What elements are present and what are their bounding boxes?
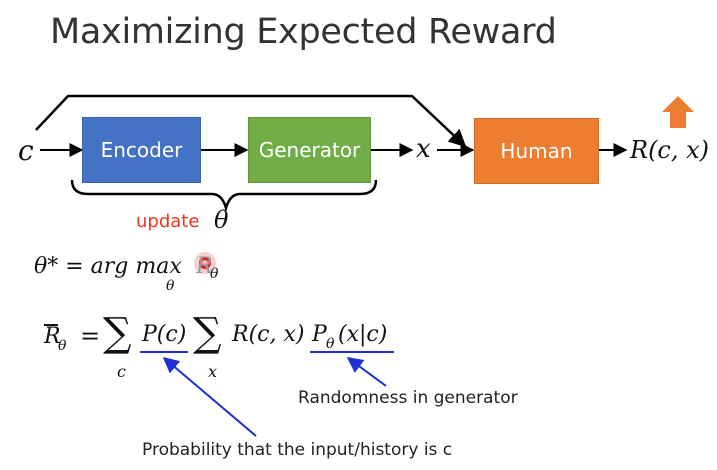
arrow-c-bypass-to-human [35, 94, 467, 148]
up-arrow-icon [662, 96, 694, 128]
encoder-box: Encoder [82, 117, 201, 183]
eq1-sub: θ [166, 278, 175, 294]
pc-term: P(c) [142, 322, 187, 347]
eq1-rhs-sub: θ [210, 266, 219, 282]
eq2-bar [44, 324, 58, 326]
ptheta-sub: θ [326, 336, 335, 352]
pointer-pc [162, 356, 257, 437]
theta-label: θ [214, 206, 229, 234]
human-box: Human [474, 118, 599, 184]
eq1-rhs: R [196, 254, 213, 279]
input-c-label: c [18, 134, 34, 167]
sum2-subscript: x [208, 362, 218, 381]
generator-randomness-note: Randomness in generator [298, 388, 518, 408]
sum2-symbol: ∑ [193, 310, 222, 356]
eq1-lhs: θ* = arg max [34, 254, 182, 279]
input-probability-note: Probability that the input/history is c [142, 440, 453, 460]
slide-title: Maximizing Expected Reward [50, 12, 557, 52]
laser-pointer-icon [194, 252, 216, 274]
sum1-subscript: c [117, 362, 126, 381]
brace-under-model [70, 179, 378, 213]
update-label: update [136, 211, 200, 232]
generator-box: Generator [248, 117, 371, 183]
pointer-ptheta [346, 357, 387, 387]
ptheta-arg: (x|c) [338, 322, 388, 347]
eq2-lhs-sub: θ [58, 338, 67, 354]
eq2-equals: = [80, 322, 101, 350]
eq2-lhs: R [44, 324, 61, 349]
reward-label: R(c, x) [630, 136, 710, 164]
sum1-symbol: ∑ [103, 310, 132, 356]
output-x-label: x [416, 134, 431, 164]
ptheta-p: P [312, 322, 327, 347]
rcx-term: R(c, x) [232, 322, 305, 347]
